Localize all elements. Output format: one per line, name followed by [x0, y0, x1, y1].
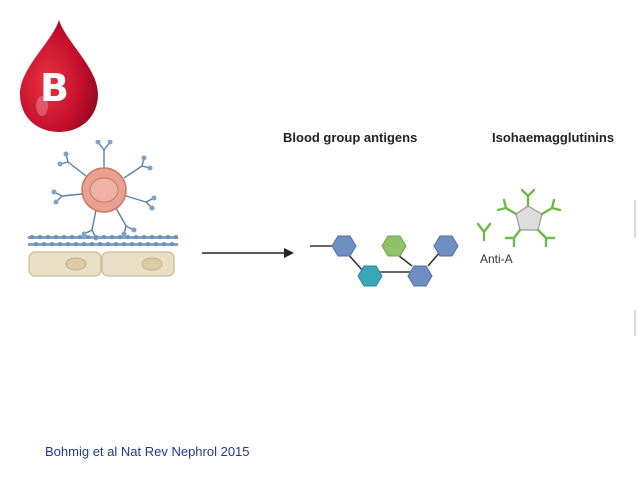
blood-cell	[51, 140, 157, 241]
antigen-chain-diagram	[310, 235, 459, 287]
blood-drop-icon	[20, 20, 98, 132]
hexagon-green	[381, 235, 407, 257]
isohaemagglutinins-heading: Isohaemagglutinins	[492, 130, 615, 145]
anti-a-label: Anti-A	[480, 252, 513, 266]
hexagon-blue-1	[331, 235, 357, 257]
hexagon-teal	[357, 265, 383, 287]
edge-divider	[634, 200, 636, 238]
edge-divider	[634, 310, 636, 336]
endothelial-cells	[28, 251, 175, 277]
blood-type-letter: B	[40, 66, 69, 110]
arrow-right-icon	[202, 248, 294, 258]
hexagon-blue-3	[433, 235, 459, 257]
citation-text: Bohmig et al Nat Rev Nephrol 2015	[45, 444, 250, 459]
antibody-pentamer-icon	[476, 188, 562, 248]
endothelium-illustration	[28, 140, 178, 277]
antigens-heading: Blood group antigens	[283, 130, 418, 145]
hexagon-blue-2	[407, 265, 433, 287]
